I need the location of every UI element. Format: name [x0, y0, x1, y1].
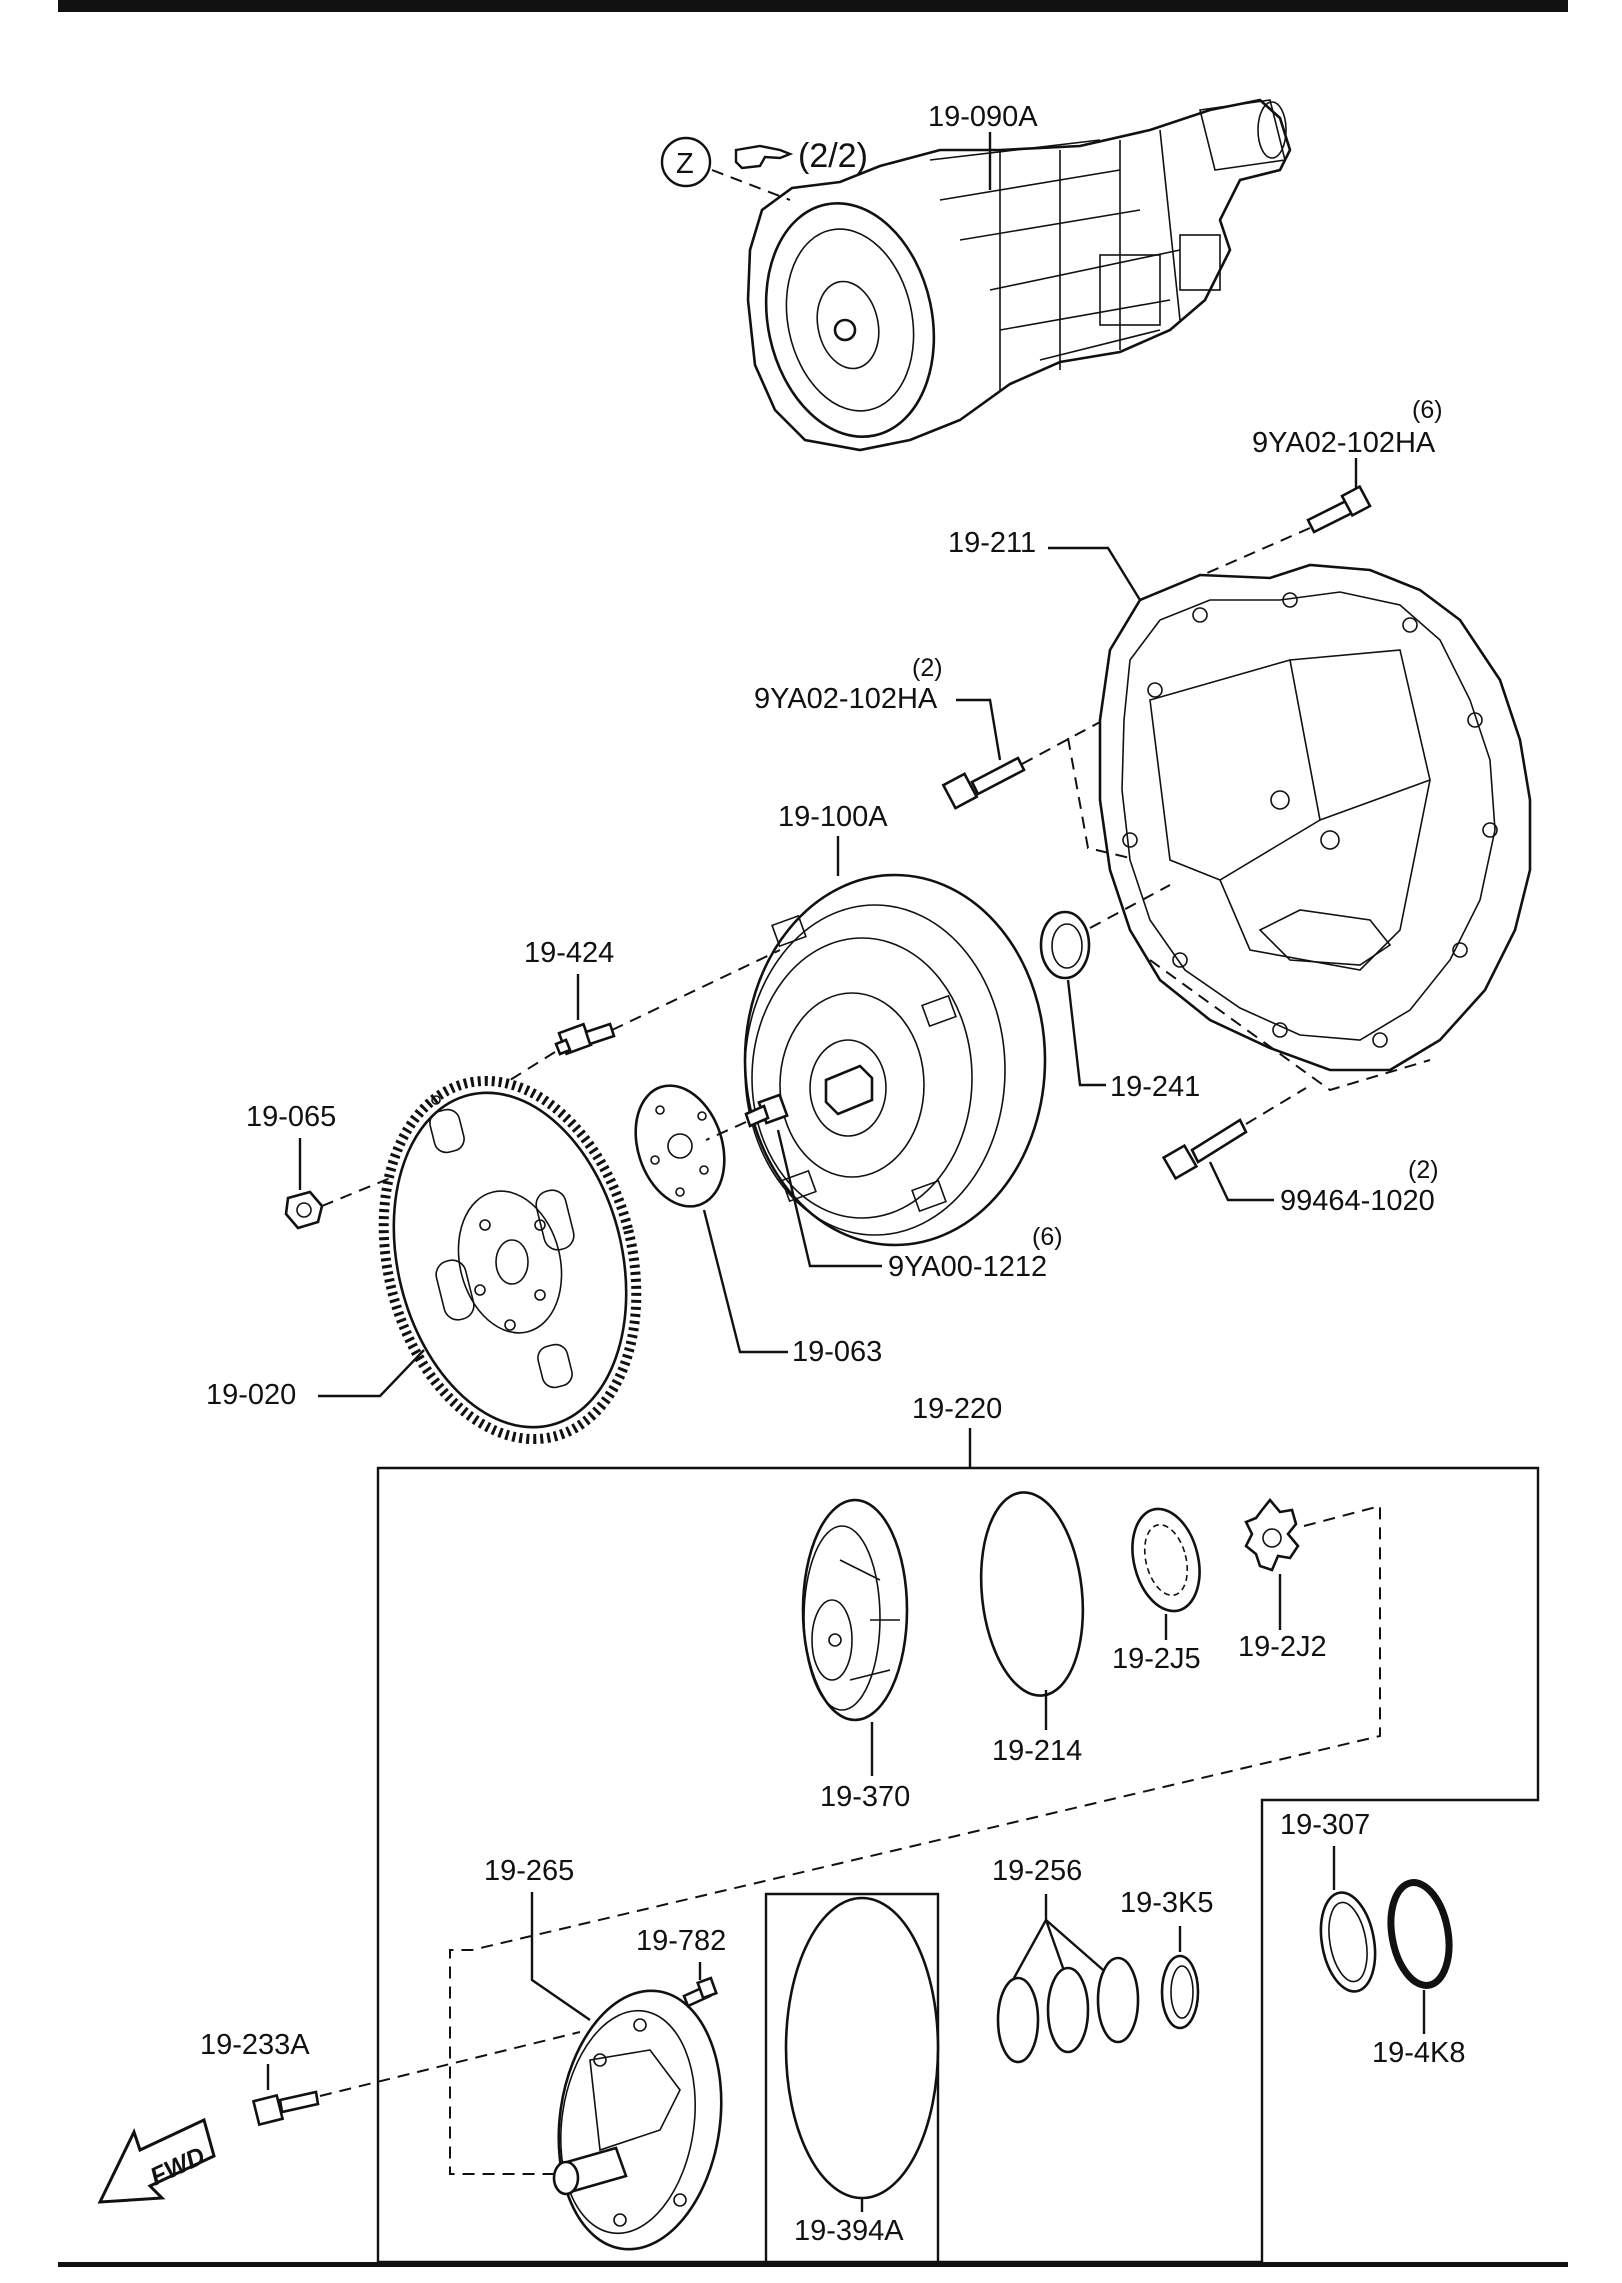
label-19-090A: 19-090A: [928, 101, 1038, 133]
label-19-100A: 19-100A: [778, 801, 888, 833]
converter-housing[interactable]: [1098, 563, 1532, 1072]
label-19-241: 19-241: [1110, 1071, 1200, 1103]
nut-19-065[interactable]: [284, 1190, 324, 1230]
oring-19-214[interactable]: [972, 1487, 1093, 1700]
bolt-low-axis: [1245, 1087, 1307, 1125]
gear-inner-19-2J2[interactable]: [1244, 1497, 1300, 1572]
stud-19-424[interactable]: [554, 1022, 616, 1056]
screw-19-782[interactable]: [682, 1976, 718, 2008]
bolt-mid-axis: [1021, 721, 1131, 859]
bolt-conv-axis: [705, 1121, 747, 1141]
label-bolt-conv-qty: (6): [1032, 1223, 1063, 1251]
torque-converter[interactable]: [743, 873, 1047, 1247]
label-bolt-conv: 9YA00-1212: [888, 1251, 1047, 1283]
seal-19-241[interactable]: [1039, 910, 1091, 980]
nut-axis: [321, 1169, 411, 1207]
subgroup-box-19-394A: [764, 1892, 940, 2262]
leader-19-265: [530, 1892, 591, 2021]
label-19-3K5: 19-3K5: [1120, 1887, 1214, 1919]
label-19-2J5: 19-2J5: [1112, 1643, 1201, 1675]
seal-ring-19-4K8[interactable]: [1383, 1878, 1456, 1990]
label-19-063: 19-063: [792, 1336, 882, 1368]
label-bolt-top-qty: (6): [1412, 396, 1443, 424]
bolt-conv[interactable]: [744, 1093, 789, 1128]
label-19-256: 19-256: [992, 1855, 1082, 1887]
label-19-211: 19-211: [948, 527, 1036, 559]
plate-19-063[interactable]: [621, 1074, 739, 1218]
flexplate-19-020[interactable]: [348, 1054, 673, 1466]
leader-bolt-conv: [776, 1129, 882, 1268]
pump-body-19-265[interactable]: [543, 1980, 738, 2260]
label-bolt-low-qty: (2): [1408, 1156, 1439, 1184]
sealing-rings-19-256[interactable]: [996, 1956, 1140, 2064]
leader-19-256: [1012, 1894, 1111, 1983]
bolt-top[interactable]: [1306, 484, 1372, 534]
label-19-2J2: 19-2J2: [1238, 1631, 1327, 1663]
label-19-782: 19-782: [636, 1925, 726, 1957]
label-bolt-top: 9YA02-102HA: [1252, 427, 1436, 459]
leader-19-241: [1066, 979, 1106, 1087]
forward-arrow-icon: [97, 2117, 216, 2204]
leader-bolt-low: [1208, 1161, 1274, 1202]
gear-outer-19-2J5[interactable]: [1122, 1502, 1209, 1618]
leader-19-211: [1048, 546, 1142, 601]
seal-19-307[interactable]: [1314, 1888, 1383, 1996]
stator-support-19-370[interactable]: [801, 1498, 909, 1722]
pump-assembly-box: [376, 1466, 1540, 2264]
label-19-065: 19-065: [246, 1101, 336, 1133]
label-bolt-mid: 9YA02-102HA: [754, 683, 938, 715]
reference-z-label: Z: [676, 148, 694, 180]
label-19-424: 19-424: [524, 937, 614, 969]
reference-page-label[interactable]: (2/2): [798, 137, 868, 175]
bolt-19-233A-axis: [319, 2031, 581, 2097]
label-19-307: 19-307: [1280, 1809, 1370, 1841]
pointing-hand-icon[interactable]: [734, 144, 794, 170]
bolt-19-233A[interactable]: [251, 2090, 320, 2127]
gear-axis: [449, 1504, 1381, 2175]
label-19-233A: 19-233A: [200, 2029, 310, 2061]
fwd-label: FWD: [146, 2142, 209, 2191]
label-19-214: 19-214: [992, 1735, 1082, 1767]
label-19-370: 19-370: [820, 1781, 910, 1813]
top-border-bar: [58, 0, 1568, 12]
label-19-394A: 19-394A: [794, 2215, 904, 2247]
gasket-19-394A[interactable]: [784, 1896, 940, 2200]
leader-19-063: [702, 1209, 788, 1354]
label-19-220: 19-220: [912, 1393, 1002, 1425]
leader-19-020: [318, 1349, 425, 1398]
converter-axis: [1089, 884, 1431, 1092]
bottom-border-bar: [58, 2262, 1568, 2267]
reference-leader-line: [711, 169, 791, 201]
label-19-265: 19-265: [484, 1855, 574, 1887]
bolt-low[interactable]: [1161, 1118, 1248, 1181]
ring-19-3K5[interactable]: [1160, 1954, 1200, 2030]
label-19-020: 19-020: [206, 1379, 296, 1411]
reference-z-circle[interactable]: [660, 136, 712, 188]
bolt-mid[interactable]: [941, 756, 1026, 810]
label-19-4K8: 19-4K8: [1372, 2037, 1466, 2069]
label-bolt-low: 99464-1020: [1280, 1185, 1435, 1217]
label-bolt-mid-qty: (2): [912, 654, 943, 682]
leader-bolt-mid: [956, 698, 1002, 761]
transmission-assembly[interactable]: [745, 98, 1292, 452]
